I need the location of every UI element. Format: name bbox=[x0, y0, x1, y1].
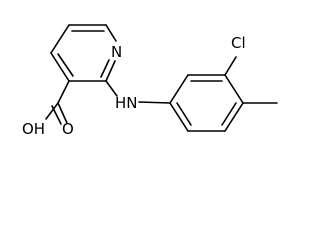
bond-c2-nh bbox=[105, 80, 118, 97]
bond-ph-double-3 bbox=[176, 102, 192, 126]
bond-c-o-double-1 bbox=[57, 102, 68, 124]
bond-pyr-double-2 bbox=[57, 53, 74, 77]
bond-nh-aryl bbox=[138, 101, 171, 104]
bond-ph-cl bbox=[224, 56, 237, 76]
bond-ph-c4-c5 bbox=[224, 102, 244, 132]
label-hydroxyl: OH bbox=[22, 120, 45, 138]
label-chlorine: Cl bbox=[231, 34, 246, 52]
bond-ph-c6-c1 bbox=[169, 102, 189, 132]
bond-pyr-double-3 bbox=[100, 59, 110, 78]
bond-ph-c1-c2 bbox=[169, 74, 189, 104]
bond-pyr-c4-c3 bbox=[50, 52, 70, 82]
bond-ph-double-2 bbox=[221, 102, 237, 126]
label-amine: HN bbox=[115, 94, 138, 112]
label-carbonyl-oxygen: O bbox=[62, 120, 74, 138]
bond-c-oh bbox=[45, 102, 59, 120]
bond-pyr-c5-c4 bbox=[50, 24, 70, 54]
molecule-structure: N Cl HN OH O bbox=[22, 24, 278, 138]
bond-pyr-n-c6 bbox=[105, 24, 117, 42]
bond-c-o-double-2 bbox=[51, 105, 62, 125]
bond-c3-cooh bbox=[57, 80, 70, 104]
bond-pyr-c2-n bbox=[105, 60, 116, 82]
bond-ph-c3-c4 bbox=[224, 74, 244, 104]
label-ring-nitrogen: N bbox=[111, 43, 122, 61]
